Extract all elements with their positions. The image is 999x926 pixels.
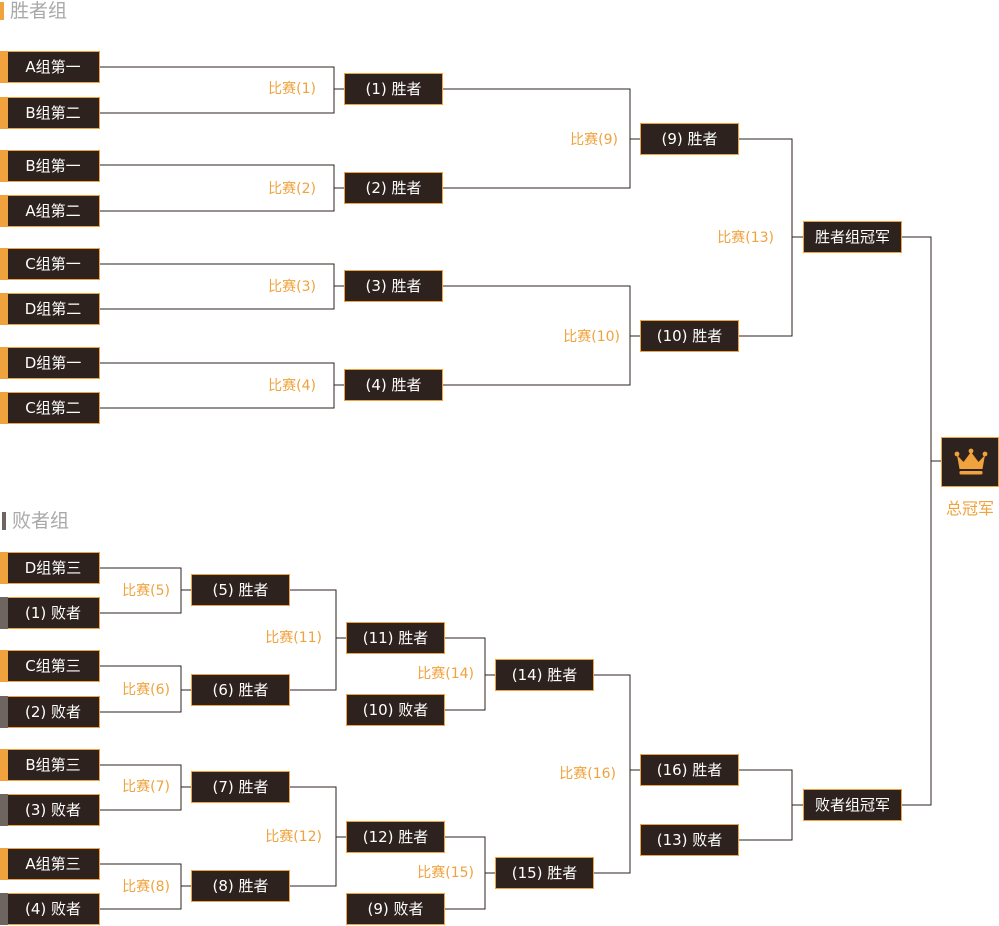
seed-c1: C组第一 — [0, 248, 100, 280]
match-label-7: 比赛(7) — [122, 779, 170, 795]
winner-match-4: (4) 胜者 — [344, 369, 443, 401]
match-label-2: 比赛(2) — [268, 181, 316, 197]
seed-b3: B组第三 — [0, 749, 100, 781]
match-label-12: 比赛(12) — [265, 829, 322, 845]
winner-match-6: (6) 胜者 — [191, 674, 290, 706]
match-label-11: 比赛(11) — [265, 630, 322, 646]
match-label-5: 比赛(5) — [122, 583, 170, 599]
seed-d3: D组第三 — [0, 552, 100, 584]
winners-bracket-title: 胜者组 — [0, 0, 67, 22]
winners-champion: 胜者组冠军 — [803, 221, 902, 253]
winner-match-10: (10) 胜者 — [640, 320, 739, 352]
seed-b2: B组第二 — [0, 97, 100, 129]
winner-match-5: (5) 胜者 — [191, 574, 290, 606]
losers-champion: 败者组冠军 — [803, 789, 902, 821]
loser-match-13: (13) 败者 — [640, 824, 739, 856]
winner-match-16: (16) 胜者 — [640, 754, 739, 786]
seed-d1: D组第一 — [0, 347, 100, 379]
winner-match-2: (2) 胜者 — [344, 172, 443, 204]
seed-c3: C组第三 — [0, 650, 100, 682]
loser-match-1: (1) 败者 — [0, 597, 100, 629]
loser-match-4: (4) 败者 — [0, 893, 100, 925]
winner-match-7: (7) 胜者 — [191, 771, 290, 803]
crown-icon — [954, 448, 988, 475]
winner-match-1: (1) 胜者 — [344, 73, 443, 105]
winner-match-12: (12) 胜者 — [346, 821, 445, 853]
match-label-9: 比赛(9) — [570, 132, 618, 148]
grand-champion-label: 总冠军 — [945, 499, 994, 518]
loser-match-2: (2) 败者 — [0, 696, 100, 728]
loser-match-9: (9) 败者 — [346, 893, 445, 925]
match-label-1: 比赛(1) — [268, 81, 316, 97]
match-label-15: 比赛(15) — [417, 865, 474, 881]
match-label-16: 比赛(16) — [559, 766, 616, 782]
match-label-10: 比赛(10) — [563, 329, 620, 345]
losers-bracket-title: 败者组 — [2, 510, 69, 532]
grand-champion-box — [941, 437, 999, 487]
seed-c2: C组第二 — [0, 392, 100, 424]
seed-a3: A组第三 — [0, 848, 100, 880]
seed-a2: A组第二 — [0, 195, 100, 227]
match-label-13: 比赛(13) — [717, 230, 774, 246]
match-label-8: 比赛(8) — [122, 879, 170, 895]
match-label-14: 比赛(14) — [417, 666, 474, 682]
winner-match-15: (15) 胜者 — [495, 857, 594, 889]
loser-match-3: (3) 败者 — [0, 794, 100, 826]
winner-match-9: (9) 胜者 — [640, 123, 739, 155]
match-label-6: 比赛(6) — [122, 682, 170, 698]
match-label-4: 比赛(4) — [268, 378, 316, 394]
winner-match-11: (11) 胜者 — [346, 622, 445, 654]
match-label-3: 比赛(3) — [268, 279, 316, 295]
winner-match-8: (8) 胜者 — [191, 870, 290, 902]
winner-match-14: (14) 胜者 — [495, 659, 594, 691]
loser-match-10: (10) 败者 — [346, 694, 445, 726]
winner-match-3: (3) 胜者 — [344, 270, 443, 302]
seed-b1: B组第一 — [0, 150, 100, 182]
seed-d2: D组第二 — [0, 293, 100, 325]
seed-a1: A组第一 — [0, 51, 100, 83]
